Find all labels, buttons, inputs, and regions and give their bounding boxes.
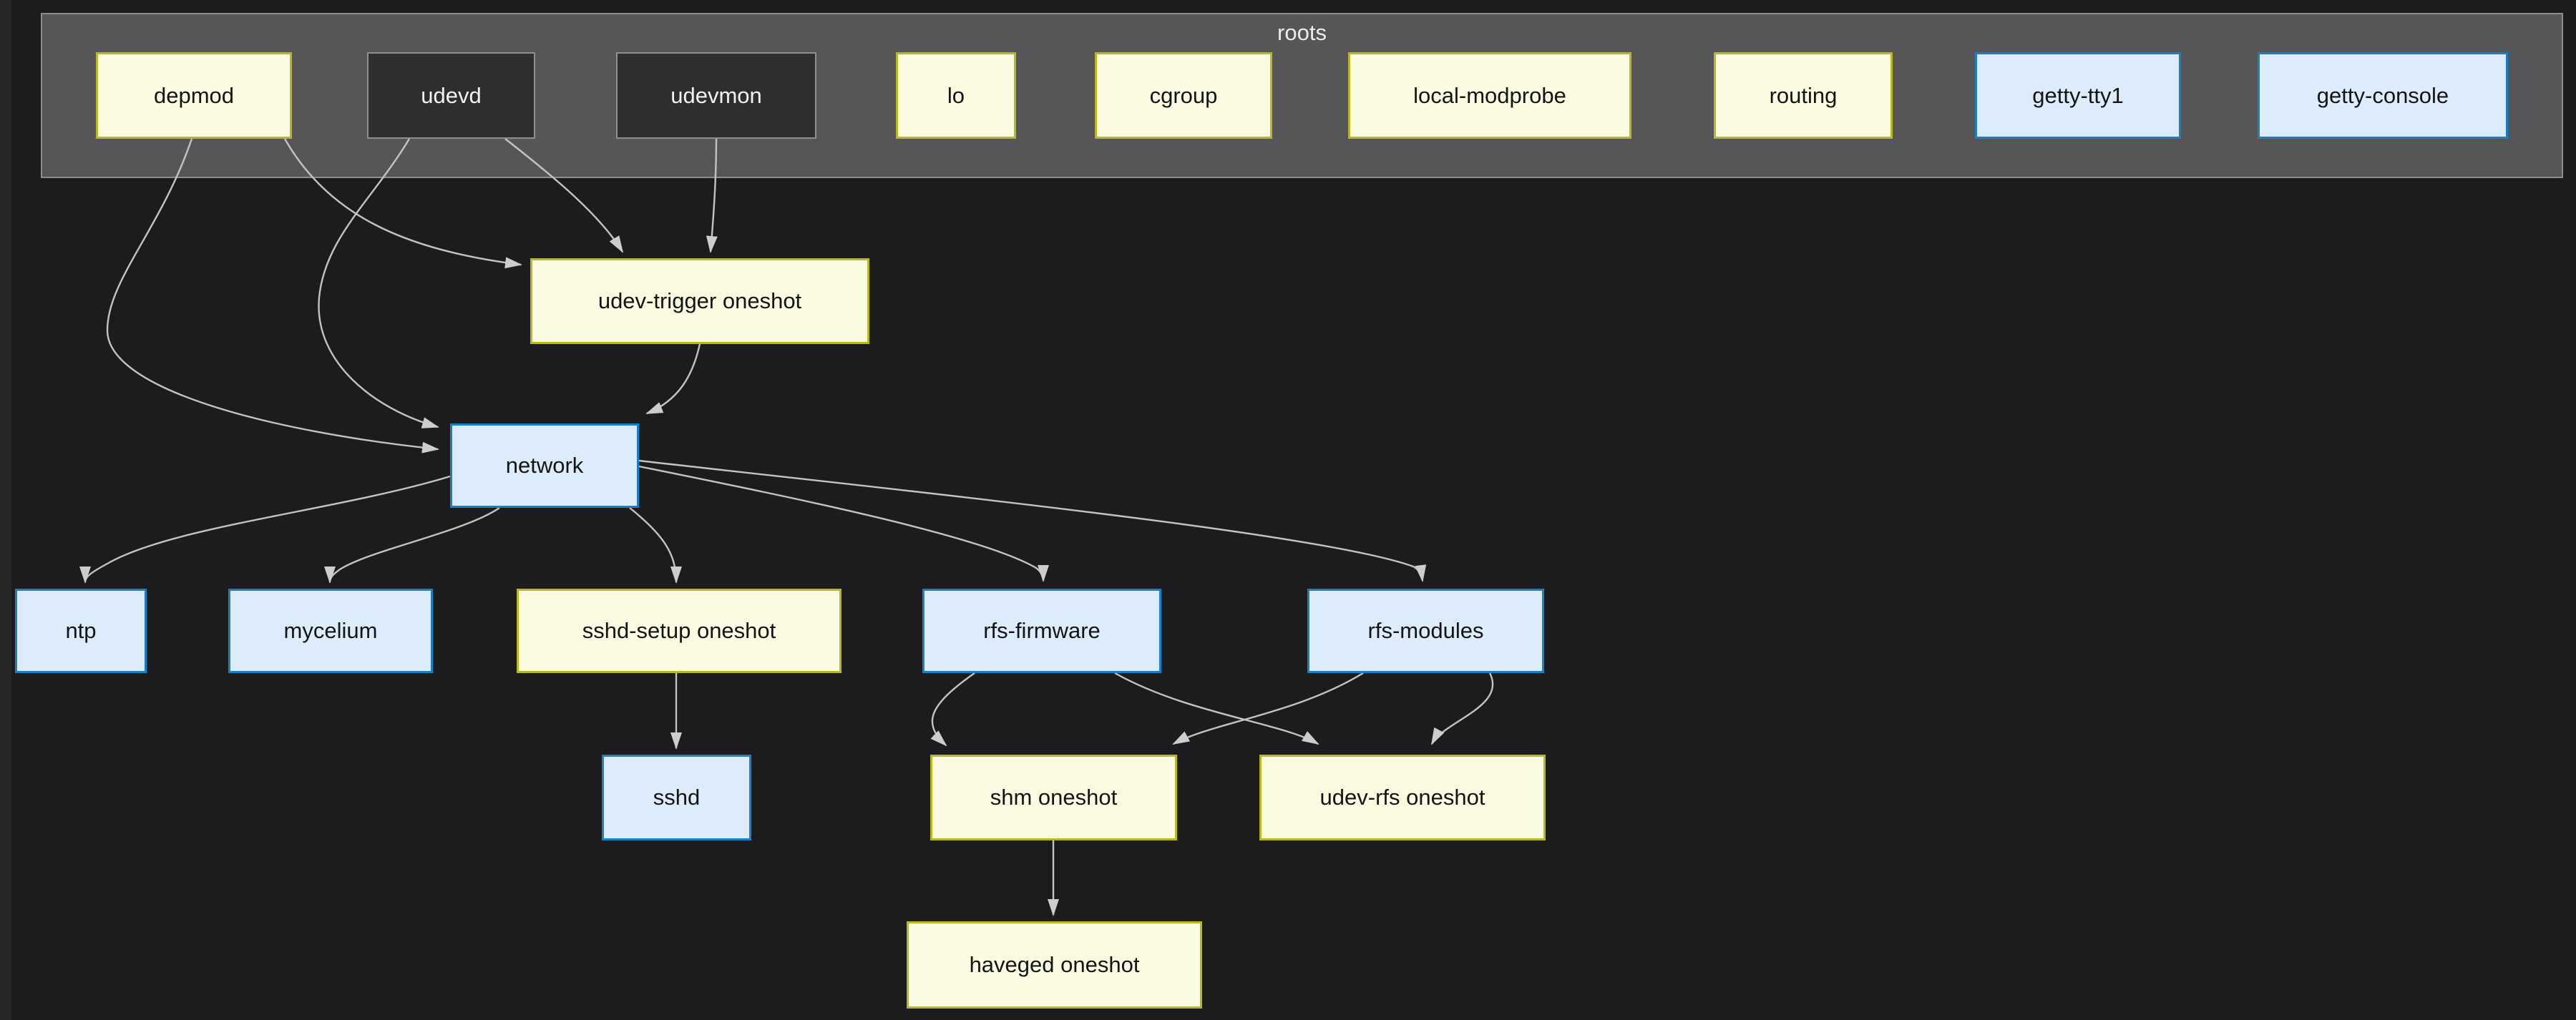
edge-rfs-firmware-to-udev-rfs: [1114, 672, 1319, 745]
edge-network-to-ntp: [79, 475, 451, 584]
node-label-udevmon: udevmon: [670, 82, 762, 108]
node-udevmon: udevmon: [616, 52, 816, 139]
node-getty-tty1: getty-tty1: [1975, 52, 2181, 139]
node-sshd: sshd: [602, 755, 751, 840]
node-label-network: network: [505, 453, 584, 478]
edge-rfs-firmware-to-shm: [930, 672, 975, 747]
edge-udevd-to-udev-trigger: [504, 138, 624, 253]
node-udev-trigger: udev-trigger oneshot: [530, 258, 869, 344]
node-shm: shm oneshot: [930, 755, 1177, 840]
node-sshd-setup: sshd-setup oneshot: [517, 589, 841, 673]
node-label-depmod: depmod: [153, 82, 235, 108]
node-depmod: depmod: [96, 52, 292, 139]
node-label-haveged: haveged oneshot: [969, 952, 1140, 977]
node-label-mycelium: mycelium: [283, 618, 378, 643]
node-label-udevd: udevd: [421, 82, 482, 108]
edge-network-to-mycelium: [324, 507, 500, 584]
edge-network-to-sshd-setup: [629, 507, 682, 584]
node-mycelium: mycelium: [228, 589, 433, 673]
edge-rfs-modules-to-udev-rfs: [1430, 672, 1494, 745]
node-label-routing: routing: [1769, 82, 1838, 108]
node-label-local-modprobe: local-modprobe: [1413, 82, 1566, 108]
node-local-modprobe: local-modprobe: [1348, 52, 1631, 139]
node-routing: routing: [1714, 52, 1893, 139]
node-ntp: ntp: [15, 589, 147, 673]
node-rfs-modules: rfs-modules: [1307, 589, 1544, 673]
node-udevd: udevd: [367, 52, 535, 139]
edge-udevd-to-network: [318, 138, 439, 428]
node-label-udev-trigger: udev-trigger oneshot: [597, 288, 802, 313]
node-label-getty-console: getty-console: [2316, 82, 2449, 108]
edge-network-to-rfs-modules: [638, 459, 1427, 582]
node-label-shm: shm oneshot: [990, 785, 1118, 810]
node-label-udev-rfs: udev-rfs oneshot: [1319, 785, 1485, 810]
edge-depmod-to-udev-trigger: [283, 138, 522, 269]
node-udev-rfs: udev-rfs oneshot: [1259, 755, 1546, 840]
node-cgroup: cgroup: [1095, 52, 1272, 139]
node-label-sshd: sshd: [653, 785, 701, 810]
node-network: network: [450, 423, 639, 508]
node-label-cgroup: cgroup: [1149, 82, 1218, 108]
node-label-lo: lo: [947, 82, 965, 108]
edge-network-to-rfs-firmware: [638, 465, 1049, 582]
node-lo: lo: [896, 52, 1016, 139]
edge-udevmon-to-udev-trigger: [706, 138, 718, 253]
roots-cluster-label: roots: [1277, 20, 1327, 45]
edge-depmod-to-network: [106, 138, 439, 453]
node-label-ntp: ntp: [65, 618, 97, 643]
node-getty-console: getty-console: [2258, 52, 2508, 139]
node-rfs-firmware: rfs-firmware: [922, 589, 1161, 673]
window-left-edge: [0, 0, 11, 1020]
node-label-sshd-setup: sshd-setup oneshot: [582, 618, 776, 643]
edge-udev-trigger-to-network: [645, 343, 701, 415]
node-label-rfs-firmware: rfs-firmware: [983, 618, 1101, 643]
node-label-getty-tty1: getty-tty1: [2032, 82, 2124, 108]
node-label-rfs-modules: rfs-modules: [1367, 618, 1484, 643]
edge-rfs-modules-to-shm: [1172, 672, 1364, 745]
node-haveged: haveged oneshot: [907, 921, 1202, 1009]
